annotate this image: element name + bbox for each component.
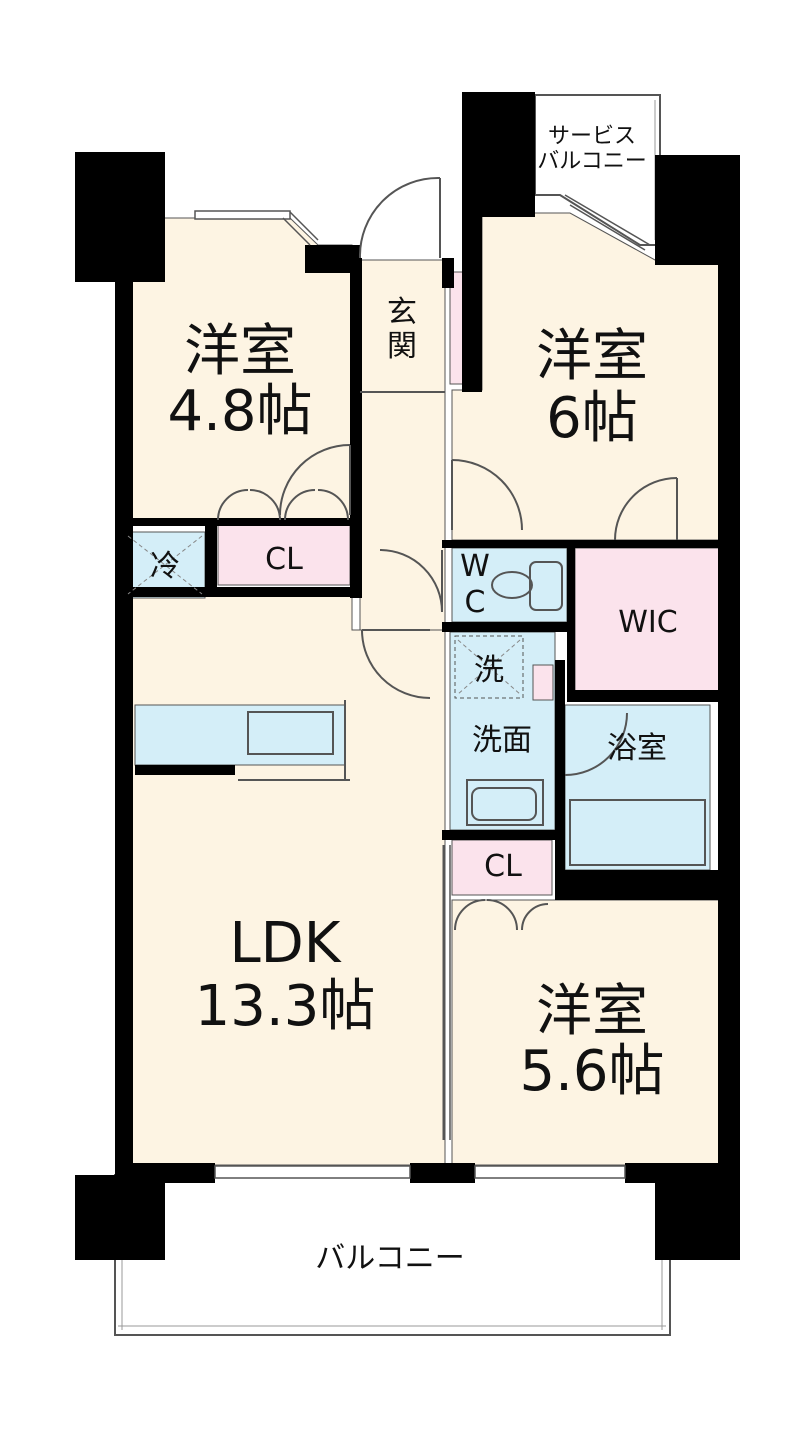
closet-nw-label: CL bbox=[265, 542, 303, 577]
bedroom-se-name: 洋室 bbox=[536, 979, 648, 1044]
sink bbox=[247, 711, 334, 755]
vanity bbox=[466, 779, 544, 826]
wc-label-bottom: C bbox=[465, 585, 486, 620]
hallway-floor bbox=[359, 259, 446, 631]
bath-label: 浴室 bbox=[607, 731, 667, 766]
bedroom-nw-size: 4.8帖 bbox=[167, 379, 312, 444]
ldk-floor bbox=[131, 594, 446, 1166]
bedroom-ne-name: 洋室 bbox=[536, 324, 648, 389]
balcony bbox=[114, 1174, 671, 1336]
bedroom-se-size: 5.6帖 bbox=[519, 1039, 664, 1104]
wic-label: WIC bbox=[618, 605, 677, 640]
closet-s bbox=[451, 839, 553, 896]
wc-label-top: W bbox=[460, 549, 490, 584]
kitchen-counter bbox=[134, 704, 346, 766]
washer-label: 洗 bbox=[474, 653, 504, 688]
balcony-label: バルコニー bbox=[315, 1241, 464, 1276]
entrance-label-bottom: 関 bbox=[387, 329, 417, 364]
service-balcony-line2: バルコニー bbox=[537, 149, 647, 174]
ldk-size: 13.3帖 bbox=[195, 974, 376, 1039]
entrance-label-top: 玄 bbox=[387, 295, 417, 330]
laundry-shelf bbox=[532, 664, 554, 701]
service-balcony-line1: サービス bbox=[548, 124, 636, 149]
washroom-label: 洗面 bbox=[472, 723, 532, 758]
windows bbox=[194, 194, 651, 1179]
bathtub bbox=[569, 799, 706, 866]
closet-s-label: CL bbox=[484, 849, 522, 884]
doors bbox=[217, 176, 678, 1140]
fridge-label: 冷 bbox=[150, 549, 180, 584]
bedroom-nw-name: 洋室 bbox=[184, 319, 296, 384]
walls bbox=[75, 92, 740, 1260]
bath-room bbox=[564, 704, 711, 871]
closet-nw bbox=[217, 524, 351, 586]
bedroom-ne-size: 6帖 bbox=[546, 386, 638, 451]
washer-space bbox=[454, 635, 524, 699]
ldk-name: LDK bbox=[229, 911, 341, 976]
toilet bbox=[529, 561, 563, 611]
